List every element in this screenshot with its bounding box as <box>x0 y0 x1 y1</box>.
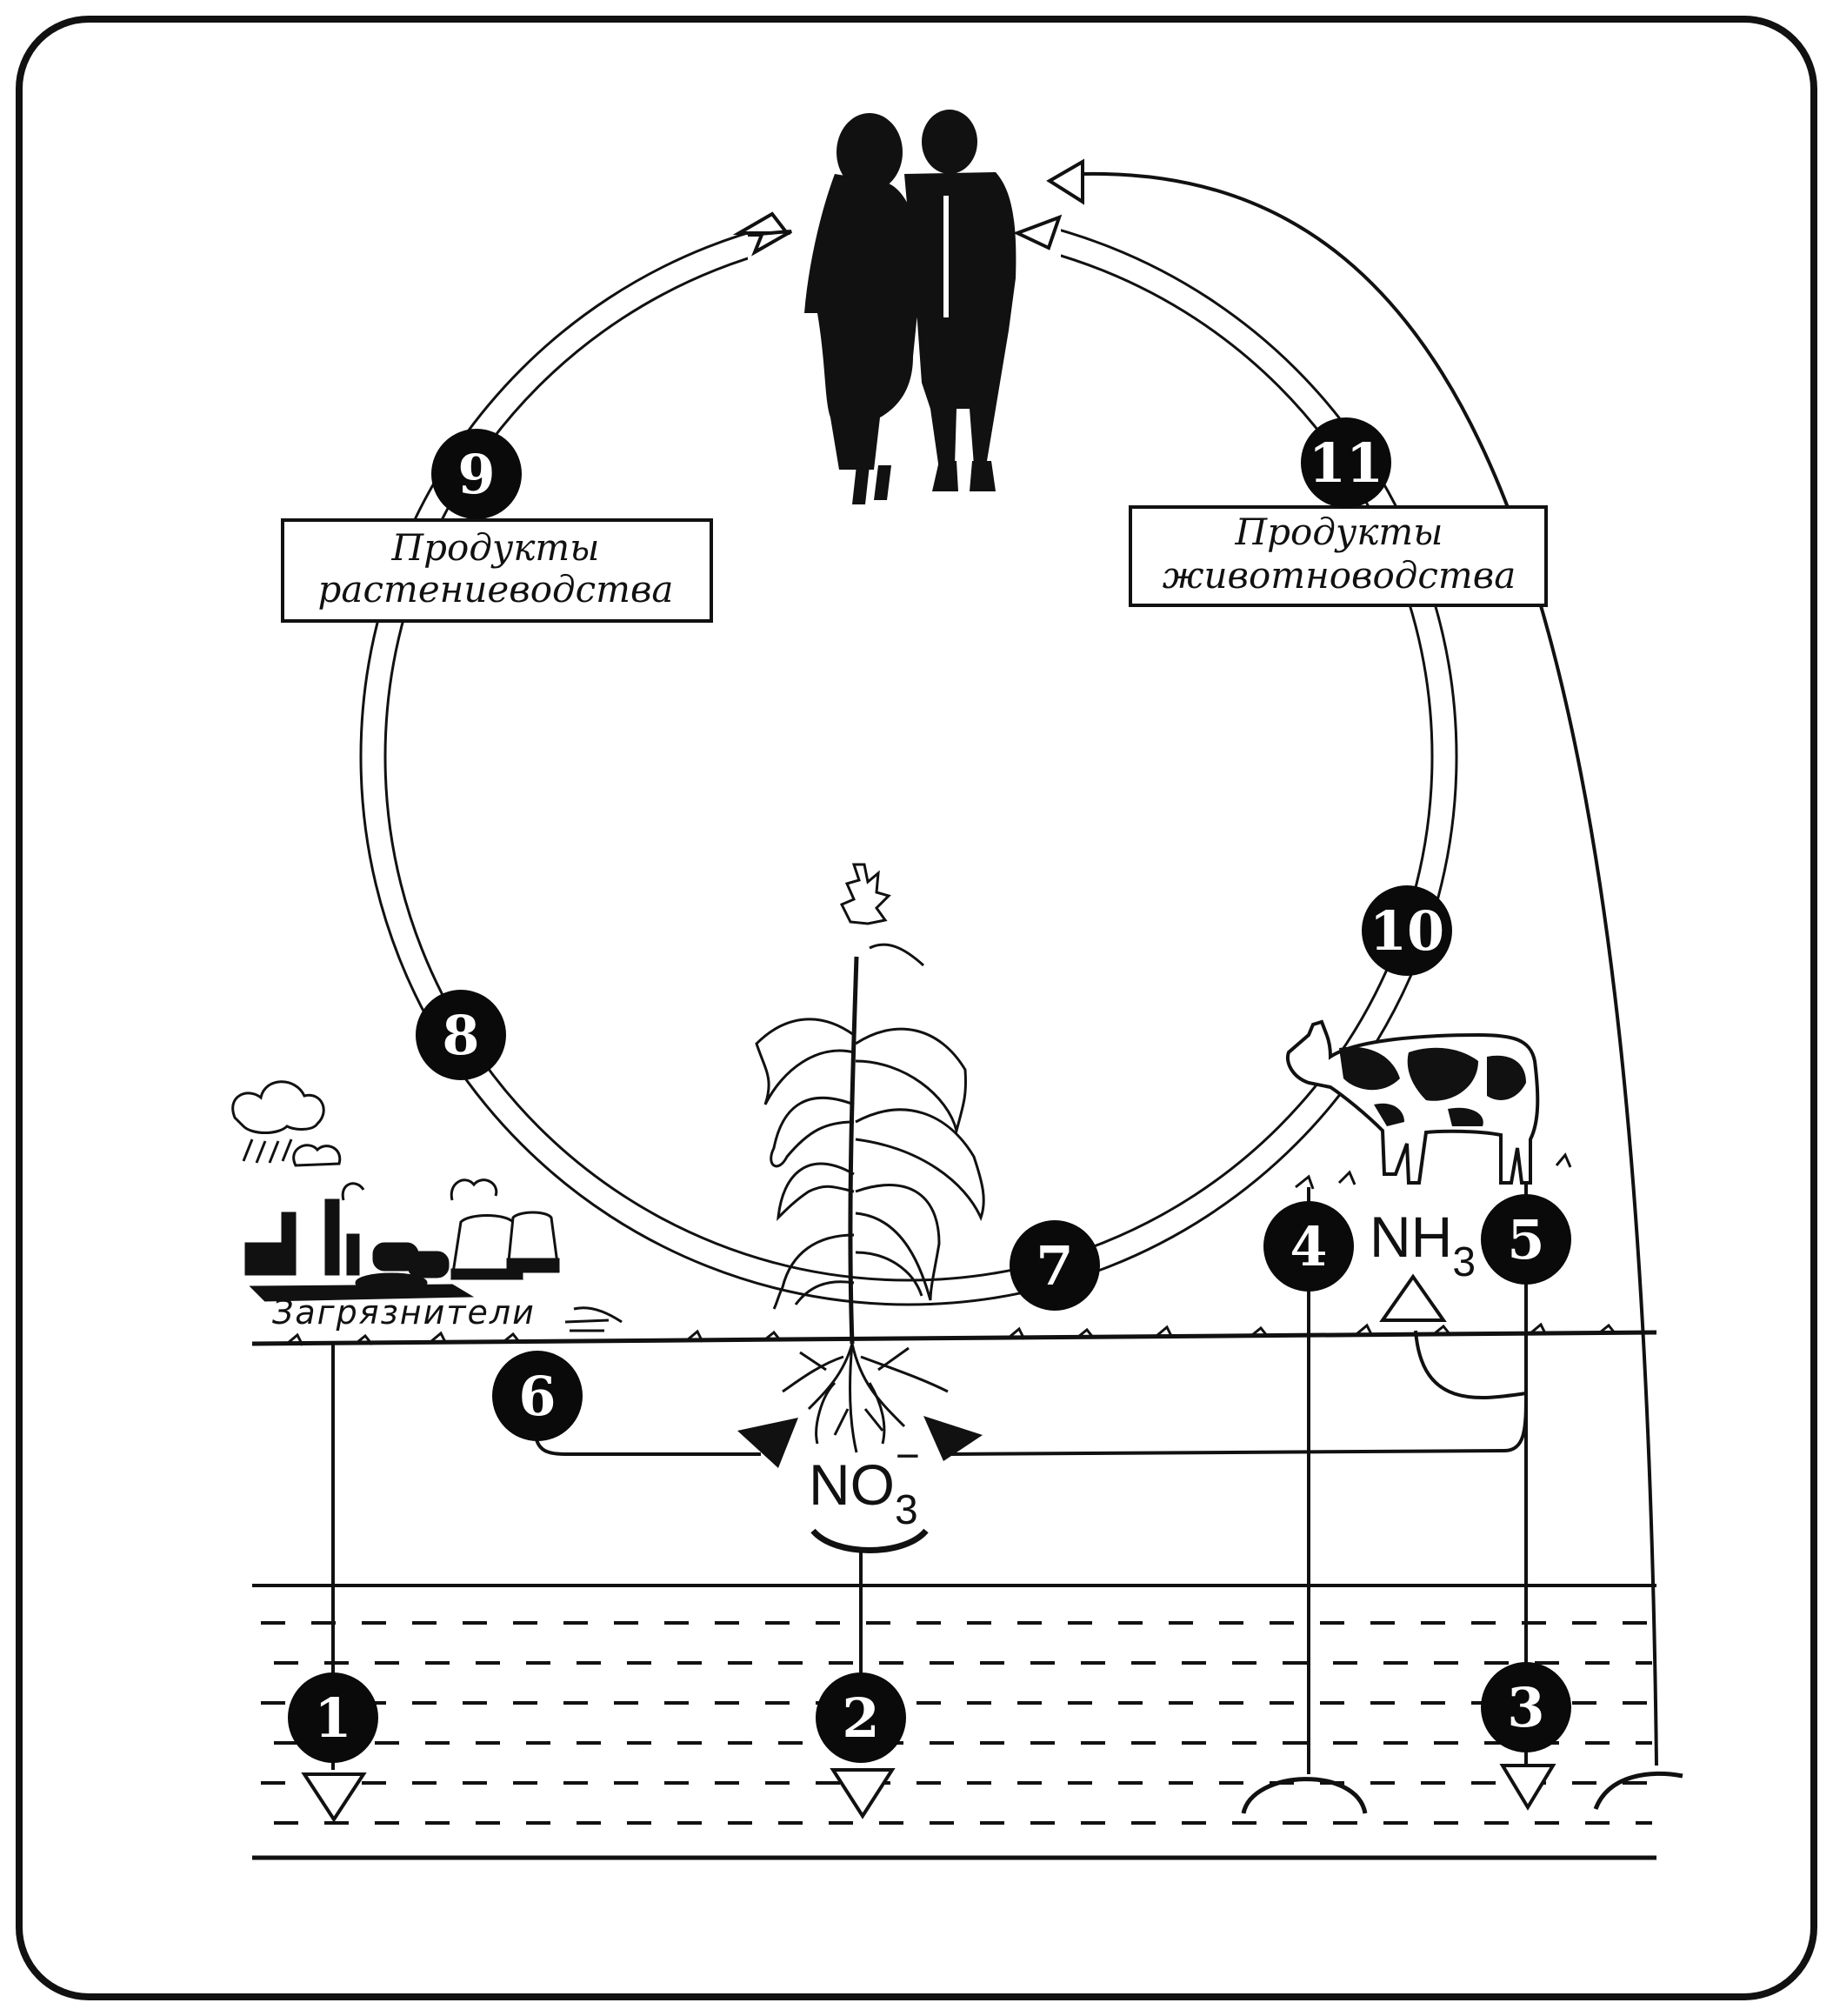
groundwater-body <box>252 1584 1656 1860</box>
nitrate-arrow-left <box>737 1418 798 1468</box>
marker-circle <box>1301 417 1391 508</box>
marker-number: 11 <box>1309 431 1383 495</box>
outer-frame <box>16 16 1817 2000</box>
marker-number: 9 <box>457 443 495 506</box>
nitrate-label: NO3− <box>809 1433 920 1533</box>
ground-grass-ticks <box>286 1322 1617 1346</box>
marker-circle <box>1263 1201 1354 1292</box>
nitrate-flow-line <box>533 1391 1528 1456</box>
ammonia-label: NH3 <box>1370 1205 1476 1285</box>
marker-circle <box>492 1351 583 1441</box>
down-arrow-triangles <box>301 1764 1556 1823</box>
corn-plant-icon <box>755 863 985 1345</box>
nitrate-pool-arc <box>810 1528 929 1553</box>
marker-number: 8 <box>442 1004 479 1067</box>
marker-number: 6 <box>518 1365 556 1428</box>
marker-2: 2 <box>816 1672 906 1763</box>
factory-icon <box>231 1080 560 1302</box>
plant-roots-icon <box>782 1343 949 1453</box>
marker-number: 4 <box>1290 1215 1327 1278</box>
animal-products-box: Продукты животноводства <box>1129 505 1548 607</box>
marker-circle <box>1481 1194 1571 1285</box>
animal-products-line1: Продукты <box>1235 511 1443 553</box>
arrowhead-to-people-left <box>732 211 792 257</box>
marker-1: 1 <box>288 1672 378 1763</box>
marker-10: 10 <box>1362 885 1452 976</box>
arrowhead-to-people-right <box>1012 214 1063 250</box>
plant-products-box: Продукты растениеводства <box>281 518 713 623</box>
marker-circle <box>416 990 506 1080</box>
cow-icon <box>1286 1019 1572 1190</box>
water-return-line <box>1082 171 1658 1766</box>
marker-6: 6 <box>492 1351 583 1441</box>
open-arrowhead-top-right <box>1046 158 1084 205</box>
marker-number: 3 <box>1507 1676 1544 1739</box>
people-silhouette-icon <box>804 110 1016 504</box>
marker-9: 9 <box>431 429 522 519</box>
animal-products-line2: животноводства <box>1163 554 1516 597</box>
marker-circle <box>288 1672 378 1763</box>
marker-number: 7 <box>1036 1234 1073 1298</box>
marker-3: 3 <box>1481 1662 1571 1752</box>
nitrate-arrow-right <box>923 1416 983 1461</box>
marker-circle <box>1481 1662 1571 1752</box>
plant-products-line1: Продукты <box>391 526 600 569</box>
marker-number: 5 <box>1507 1208 1544 1272</box>
pollutants-label: Загрязнители <box>272 1293 536 1332</box>
marker-number: 2 <box>842 1686 879 1750</box>
water-dashes <box>261 1621 1652 1825</box>
marker-4: 4 <box>1263 1201 1354 1292</box>
ammonia-up-arrow <box>1379 1273 1447 1322</box>
marker-circle <box>431 429 522 519</box>
ammonia-loop-line <box>1414 1330 1527 1399</box>
marker-number: 1 <box>314 1686 351 1750</box>
marker-7: 7 <box>1010 1220 1100 1311</box>
plant-products-line2: растениеводства <box>318 568 674 611</box>
marker-circle <box>1010 1220 1100 1311</box>
spring-humps <box>1241 1771 1683 1814</box>
numbered-markers: 1 2 3 4 5 6 7 8 9 10 11 <box>288 417 1571 1763</box>
marker-5: 5 <box>1481 1194 1571 1285</box>
pollutants-label-wrapper: Загрязнители <box>272 1293 623 1332</box>
marker-circle <box>1362 885 1452 976</box>
marker-number: 10 <box>1370 899 1444 963</box>
ground-surface-line <box>251 1330 1657 1346</box>
marker-11: 11 <box>1301 417 1391 508</box>
marker-8: 8 <box>416 990 506 1080</box>
marker-circle <box>816 1672 906 1763</box>
